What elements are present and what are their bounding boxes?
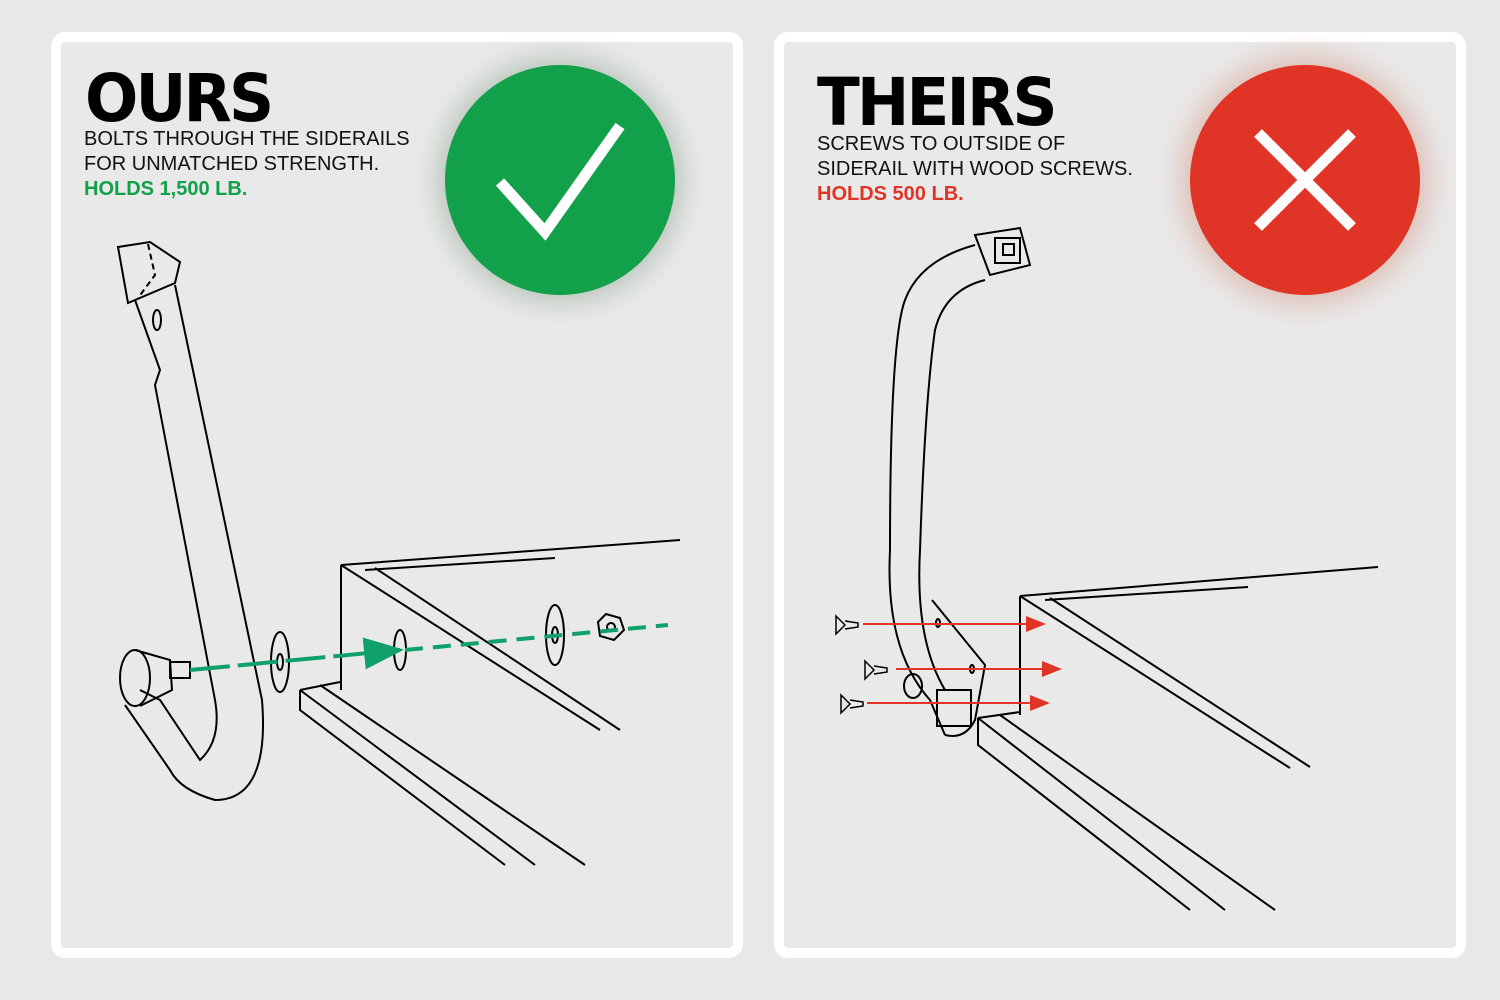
theirs-description: SCREWS TO OUTSIDE OF SIDERAIL WITH WOOD … — [817, 132, 1133, 182]
ours-line2: FOR UNMATCHED STRENGTH. — [84, 153, 380, 175]
ours-title: OURS — [85, 60, 274, 137]
theirs-title: THEIRS — [817, 64, 1058, 141]
theirs-siderail-drawing — [977, 566, 1379, 911]
siderail-drawing — [270, 539, 681, 866]
screw-arrows — [863, 616, 1062, 711]
ours-description: BOLTS THROUGH THE SIDERAILS FOR UNMATCHE… — [84, 127, 410, 177]
ours-line1: BOLTS THROUGH THE SIDERAILS — [84, 128, 410, 150]
bracket-drawing — [116, 240, 264, 802]
ours-holds: HOLDS 1,500 LB. — [84, 178, 248, 200]
x-icon — [1254, 129, 1356, 231]
x-badge — [1181, 56, 1429, 304]
screw-icons — [835, 614, 888, 715]
check-badge — [438, 58, 682, 302]
theirs-line1: SCREWS TO OUTSIDE OF — [817, 133, 1066, 155]
theirs-bracket-drawing — [888, 226, 1032, 737]
check-icon — [495, 122, 625, 241]
theirs-holds: HOLDS 500 LB. — [817, 183, 964, 205]
theirs-line2: SIDERAIL WITH WOOD SCREWS. — [817, 158, 1133, 180]
bolt-path-arrow — [189, 637, 404, 672]
